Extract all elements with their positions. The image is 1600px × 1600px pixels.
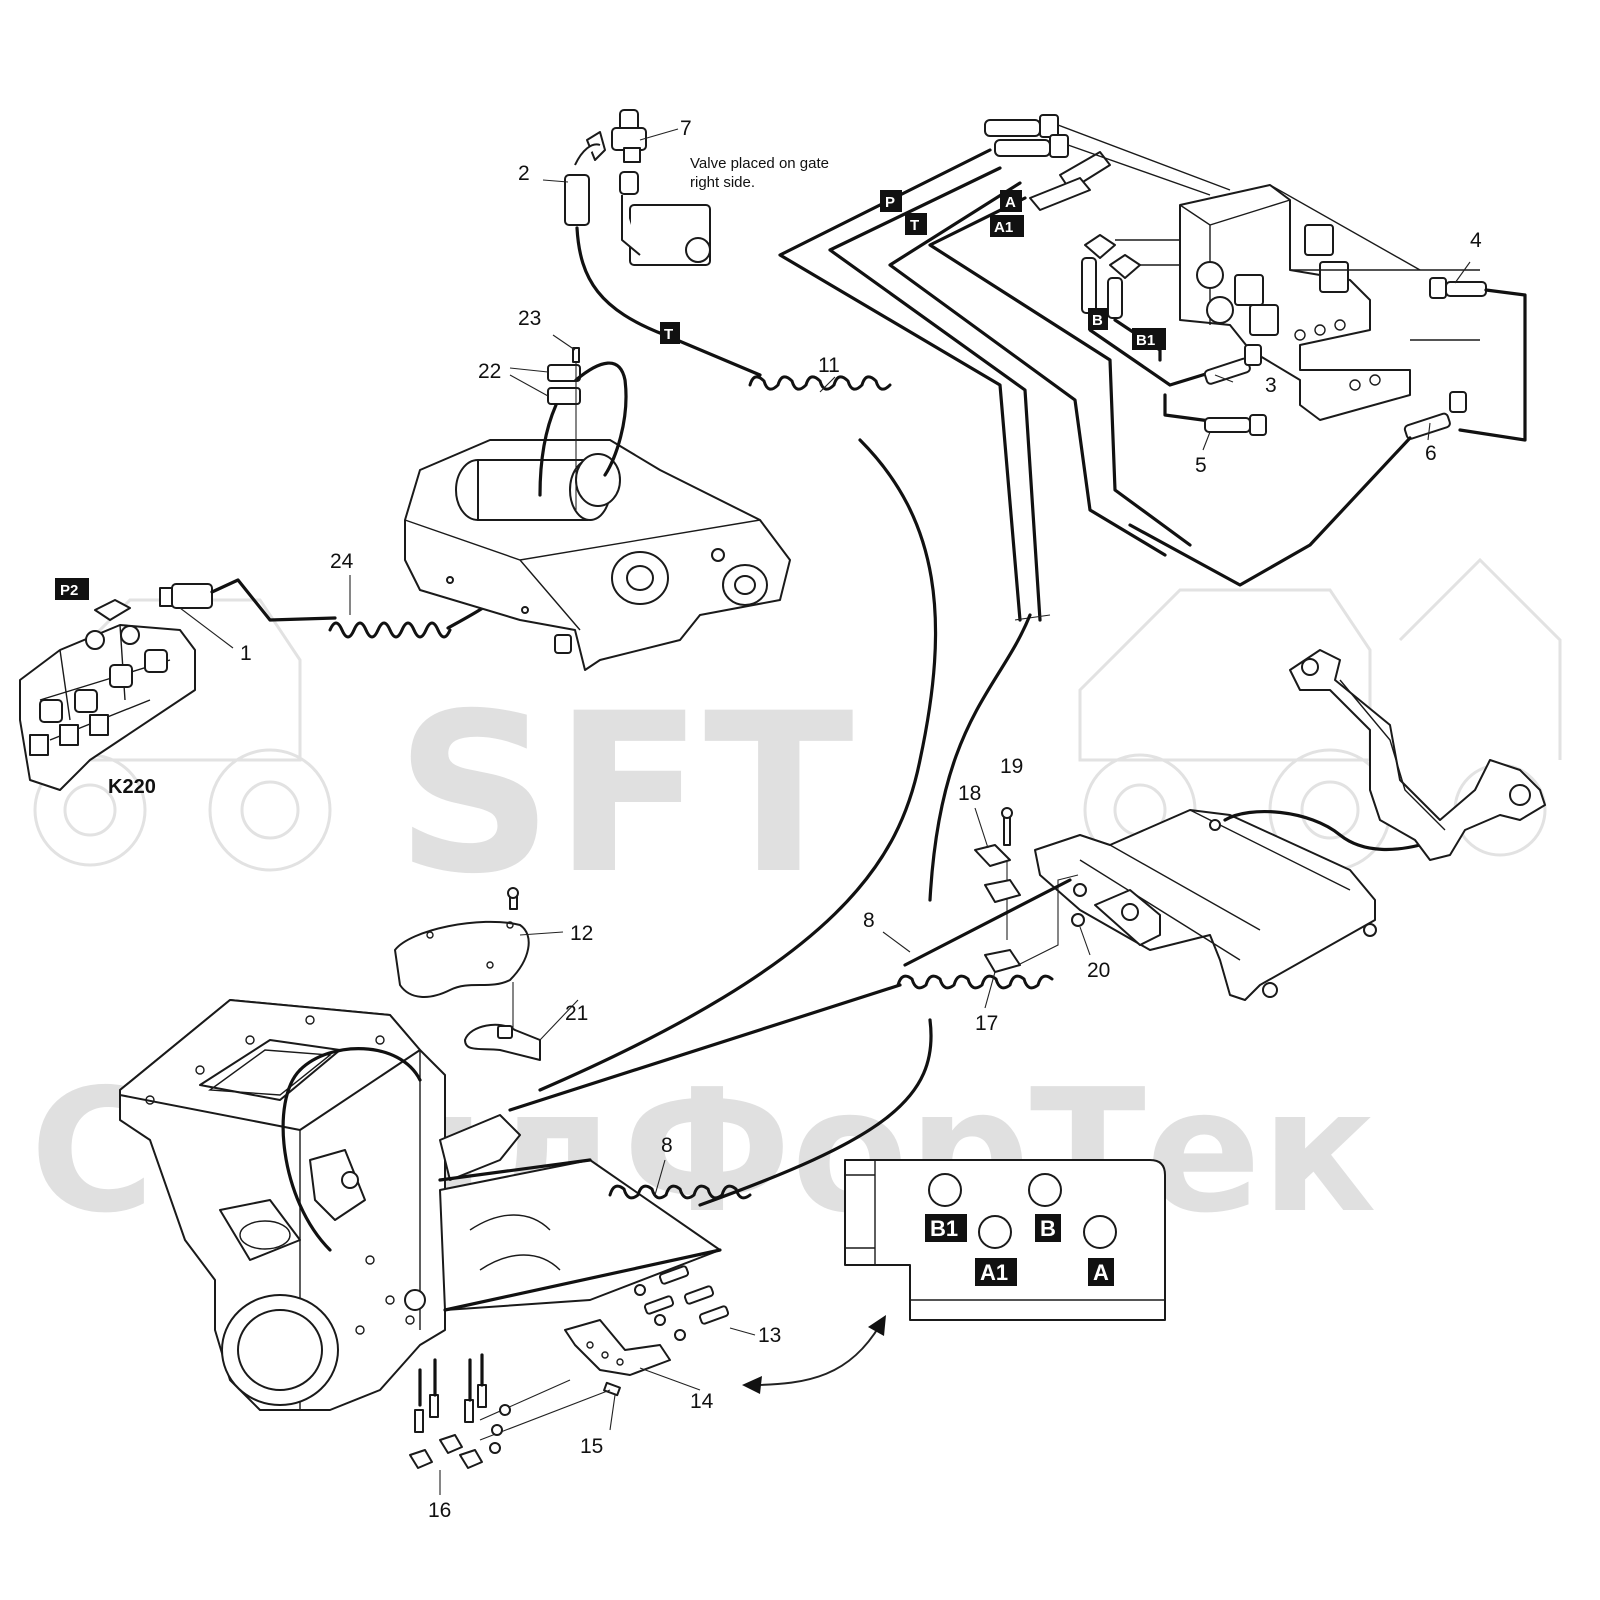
double-arrow-panel-link [742,1315,886,1394]
hose-5 [1204,414,1267,436]
hose-to-spiral-8-lower [698,1018,933,1207]
panel-tag-b: B [1040,1216,1056,1241]
tag-t-mid-box [660,322,680,344]
tag-p: P [885,194,895,211]
callout-15: 15 [580,1435,603,1458]
callout-7: 7 [680,117,692,140]
callout-8-lower: 8 [661,1134,673,1157]
tag-b1: B1 [1136,332,1155,349]
callout-20: 20 [1087,959,1110,982]
spiral-guard-11 [538,375,938,1092]
k220-valve-block [19,599,196,791]
callout-2: 2 [518,162,530,185]
tag-t-mid: T [664,326,673,343]
tag-b1-box [1132,328,1166,350]
hose-2 [564,131,762,377]
strap-21 [464,1023,541,1061]
callout-12: 12 [570,922,593,945]
k220-label: K220 [108,776,156,798]
fittings-16 [409,1353,511,1469]
clamp-17 [984,874,1079,973]
note-line-2: right side. [690,174,755,191]
bolt-23 [572,347,580,510]
tag-a: A [1005,194,1016,211]
port-b-circle [1028,1173,1062,1207]
nut-20 [1071,913,1085,927]
spiral-guard-8-upper [508,974,1054,1112]
clamp-18 [974,844,1011,867]
main-housing [119,999,722,1411]
watermark-logo: SFT [395,666,854,922]
directional-valve-block [1179,184,1480,421]
callout-24: 24 [330,550,354,573]
valve-7 [611,109,711,266]
hose-1 [159,578,337,622]
gate-hinge-assembly [404,439,791,671]
callout-11: 11 [818,354,840,377]
tag-a1: A1 [994,219,1013,236]
clamp-22 [538,361,628,497]
hose-fittings-top [984,114,1231,211]
gate-frame-right [1034,809,1422,1001]
tag-p-box [880,190,902,212]
couplings-13 [634,1265,756,1341]
port-a-circle [1083,1215,1117,1249]
tag-a1-box [990,215,1024,237]
tag-b: B [1092,312,1103,329]
callout-14: 14 [690,1390,714,1413]
callout-8-upper: 8 [863,909,875,932]
callout-13: 13 [758,1324,781,1347]
note-line-1: Valve placed on gate [690,155,829,172]
leader-lines [179,128,1471,1495]
panel-tag-a1-box [975,1258,1017,1286]
hose-3 [1203,344,1262,385]
panel-tag-a1: A1 [980,1260,1008,1285]
port-b1-circle [928,1173,962,1207]
callout-19: 19 [1000,755,1023,778]
callout-18: 18 [958,782,981,805]
tag-t-top-box [905,213,927,235]
panel-tag-b1-box [925,1214,967,1242]
bolt-19 [1001,807,1013,940]
lift-arm-right [1289,649,1546,861]
hose-6 [1128,391,1467,587]
callout-3: 3 [1265,374,1277,397]
callout-4: 4 [1470,229,1482,252]
port-a1-circle [978,1215,1012,1249]
tag-a-box [1000,190,1022,212]
cover-plate-12 [394,887,530,1040]
bracket-14 [564,1319,671,1376]
panel-tag-a-box [1088,1258,1114,1286]
hose-4 [1429,277,1527,442]
tag-p2-box [55,578,89,600]
panel-tag-b-box [1035,1214,1061,1242]
callout-22: 22 [478,360,501,383]
callout-23: 23 [518,307,541,330]
panel-tag-b1: B1 [930,1216,958,1241]
tag-p2: P2 [60,582,78,599]
tag-b-box [1088,308,1108,330]
callout-17: 17 [975,1012,998,1035]
connection-panel [844,1159,1166,1321]
callout-16: 16 [428,1499,451,1522]
callout-6: 6 [1425,442,1437,465]
tag-t-top: T [910,217,919,234]
spiral-guard-8-lower [608,1184,752,1200]
callout-1: 1 [240,642,252,665]
hose-to-gate [903,878,1072,967]
callout-5: 5 [1195,454,1207,477]
callout-21: 21 [565,1002,588,1025]
panel-tag-a: A [1093,1260,1109,1285]
